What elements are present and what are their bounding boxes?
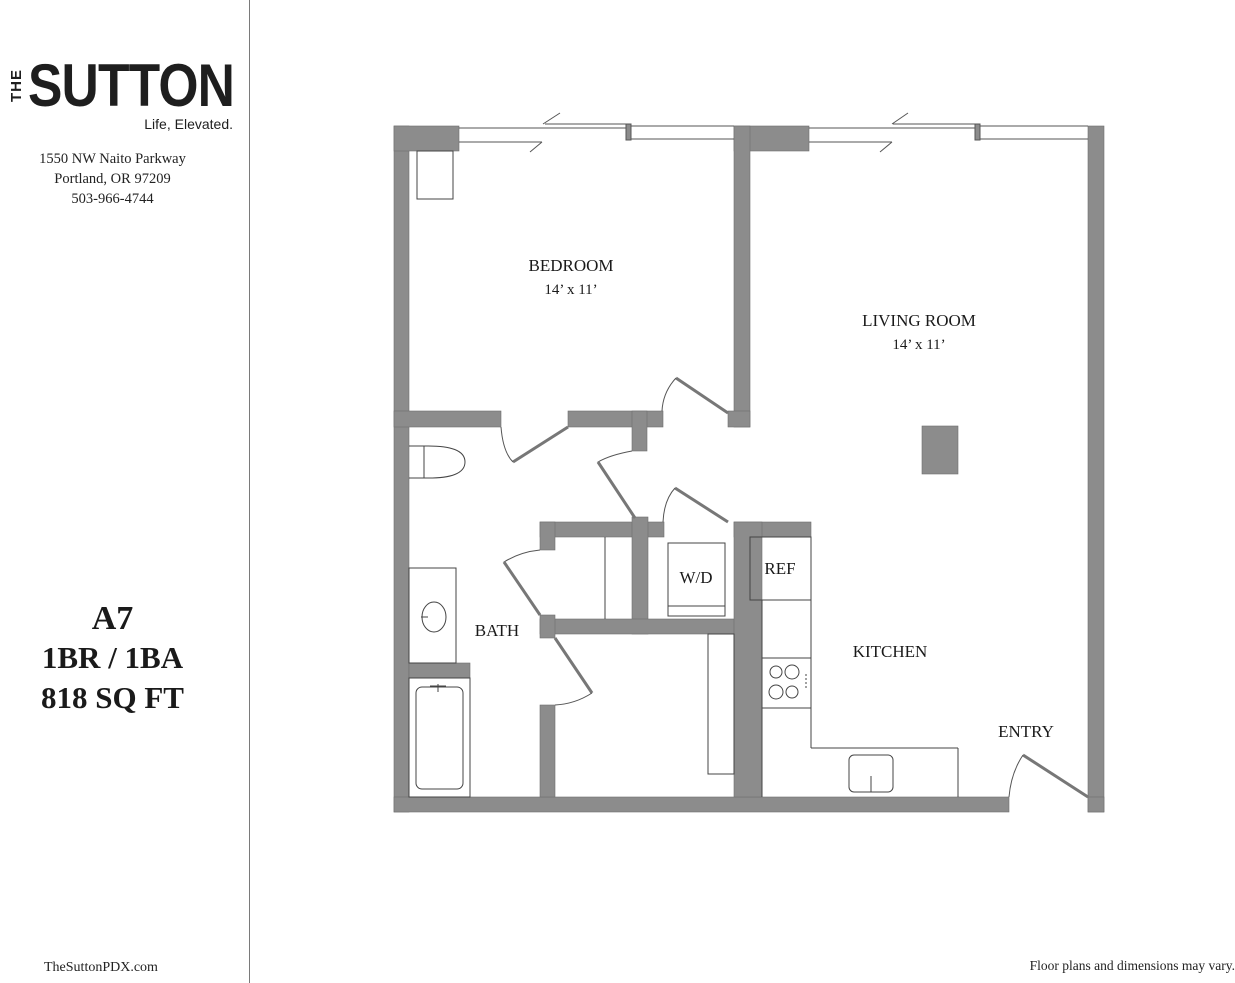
address-line-1: 1550 NW Naito Parkway	[39, 151, 186, 167]
website-link[interactable]: TheSuttonPDX.com	[44, 960, 158, 975]
info-sidebar: THE SUTTON Life, Elevated. 1550 NW Naito…	[0, 0, 250, 983]
living-room-label: LIVING ROOM	[862, 311, 976, 330]
wd-label: W/D	[679, 568, 712, 587]
brand-logo: THE SUTTON	[8, 52, 238, 119]
unit-sqft: 818 SQ FT	[41, 680, 184, 715]
brand-tagline: Life, Elevated.	[144, 116, 233, 132]
address-line-2: Portland, OR 97209	[54, 171, 171, 187]
entry-label: ENTRY	[998, 722, 1054, 741]
living-room-size: 14’ x 11’	[892, 337, 945, 353]
walls	[393, 125, 1105, 813]
contact-block: 1550 NW Naito Parkway Portland, OR 97209…	[0, 149, 225, 209]
ref-label: REF	[764, 559, 795, 578]
unit-name: A7	[91, 600, 134, 637]
kitchen-label: KITCHEN	[853, 642, 928, 661]
phone-number: 503-966-4744	[71, 191, 154, 207]
doors	[500, 376, 1089, 799]
logo-wordmark: SUTTON	[28, 52, 235, 119]
disclaimer-text: Floor plans and dimensions may vary.	[1029, 958, 1235, 973]
bedroom-size: 14’ x 11’	[544, 282, 597, 298]
windows	[459, 112, 1088, 153]
unit-summary: A7 1BR / 1BA 818 SQ FT	[0, 600, 225, 718]
bedroom-label: BEDROOM	[528, 256, 613, 275]
fixtures	[408, 150, 959, 798]
room-labels: BEDROOM 14’ x 11’ LIVING ROOM 14’ x 11’ …	[475, 256, 1054, 741]
bath-label: BATH	[475, 621, 519, 640]
unit-rooms: 1BR / 1BA	[41, 640, 184, 675]
